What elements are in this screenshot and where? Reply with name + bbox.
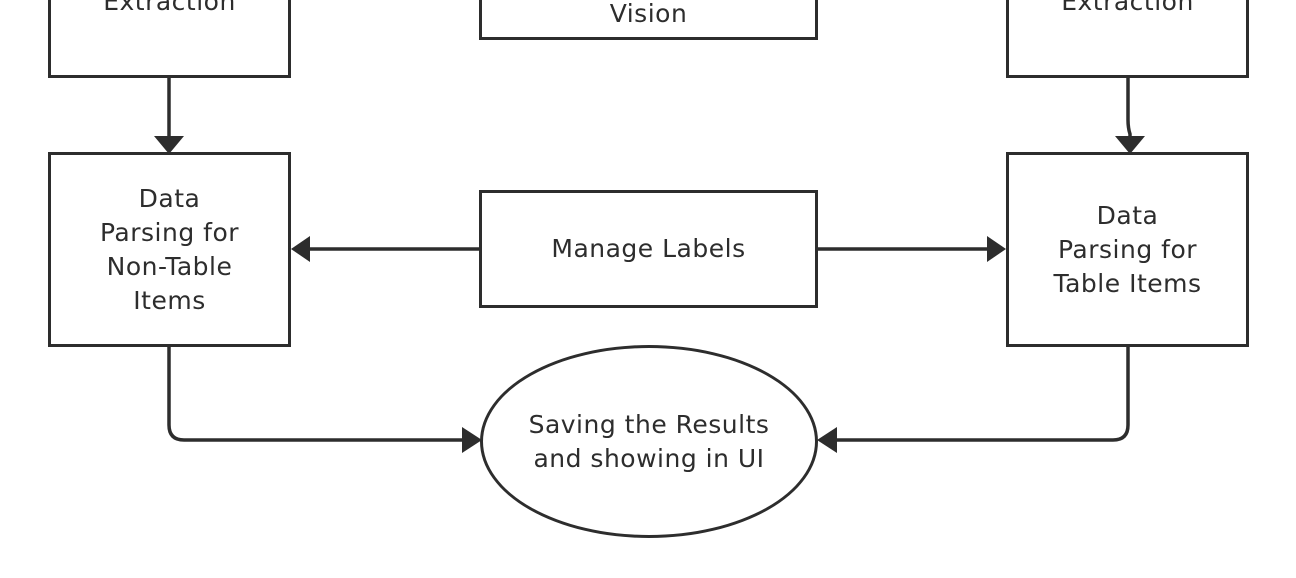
node-parse-non-table: Data Parsing for Non-Table Items <box>48 152 291 347</box>
node-extraction-right-label: Extraction <box>1061 0 1194 16</box>
node-manage-labels: Manage Labels <box>479 190 818 308</box>
arrowhead-parse-table-top <box>1115 136 1145 154</box>
node-vision: Vision <box>479 0 818 40</box>
node-extraction-right: Extraction <box>1006 0 1249 78</box>
node-parse-table: Data Parsing for Table Items <box>1006 152 1249 347</box>
node-parse-table-label: Data Parsing for Table Items <box>1053 200 1202 298</box>
edge-extraction-right-to-parse-table <box>1126 77 1132 138</box>
edge-parse-table-to-save-results <box>834 346 1130 442</box>
node-vision-label: Vision <box>609 0 688 28</box>
node-extraction-left-label: Extraction <box>103 0 236 16</box>
node-save-results-label: Saving the Results and showing in UI <box>528 409 770 473</box>
arrowhead-save-results-right <box>817 427 837 453</box>
arrowhead-parse-table-left <box>987 236 1006 262</box>
edge-parse-non-table-to-save-results <box>167 346 465 442</box>
node-extraction-left: Extraction <box>48 0 291 78</box>
node-manage-labels-label: Manage Labels <box>551 234 746 263</box>
node-save-results: Saving the Results and showing in UI <box>480 345 818 538</box>
arrowhead-parse-non-table-top <box>154 136 184 154</box>
arrowhead-save-results-left <box>462 427 482 453</box>
arrowhead-parse-non-table-right <box>291 236 310 262</box>
node-parse-non-table-label: Data Parsing for Non-Table Items <box>99 183 240 315</box>
